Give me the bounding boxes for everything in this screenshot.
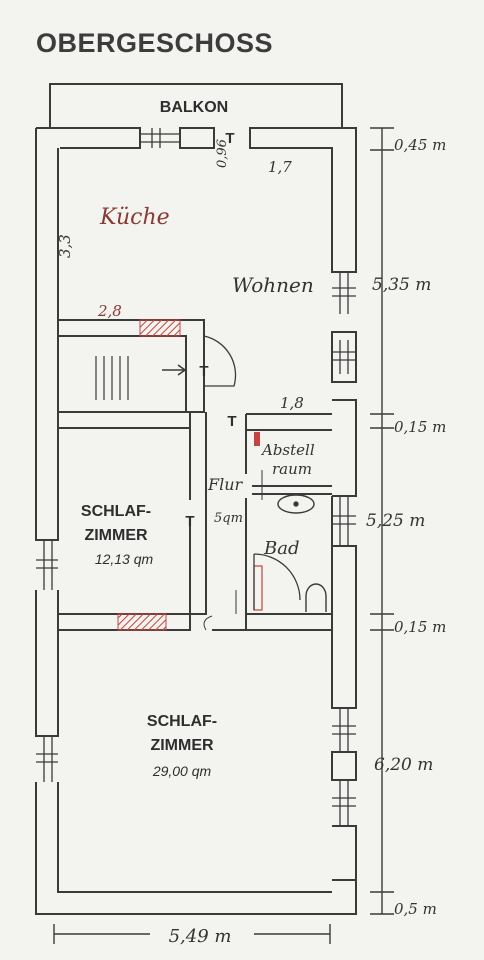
- abstell-width-note: 1,8: [280, 394, 304, 412]
- kueche-bottom-note: 2,8: [97, 302, 122, 320]
- red-marked-walls: [117, 319, 263, 631]
- schlaf2-line2: ZIMMER: [150, 737, 214, 754]
- bathroom-fixtures: [258, 470, 327, 612]
- dim-bottom: 5,49 m: [169, 926, 232, 947]
- dim-right-2: 5,35 m: [372, 275, 431, 295]
- toilet-icon: [305, 583, 327, 612]
- door-t-stairs: T: [199, 363, 208, 380]
- window-wohnen-right-1: [332, 272, 356, 314]
- washbasin-icon: [277, 494, 315, 514]
- bad-label: Bad: [263, 538, 299, 559]
- window-schlaf2-right-2: [332, 780, 356, 826]
- balcony: BALKON: [49, 83, 343, 128]
- staircase: [95, 356, 187, 400]
- abstell-label-2: raum: [272, 460, 312, 478]
- flur-label: Flur: [207, 475, 244, 494]
- schlaf1-area: 12,13 qm: [95, 551, 154, 567]
- window-schlaf2-right-1: [332, 708, 356, 752]
- balkon-label: BALKON: [160, 99, 228, 116]
- plan-title: OBERGESCHOSS: [36, 28, 274, 58]
- outer-walls: [35, 127, 357, 915]
- door-swing-bad: [253, 553, 301, 601]
- window-schlaf2-left: [36, 736, 58, 782]
- wohnen-label: Wohnen: [232, 273, 314, 297]
- dim-right-7: 0,5 m: [394, 900, 437, 918]
- window-bad-right: [332, 496, 356, 546]
- dim-right-5: 0,15 m: [394, 618, 446, 636]
- dim-right-4: 5,25 m: [366, 511, 425, 531]
- schlaf2-area: 29,00 qm: [152, 763, 212, 779]
- kueche-wall-left-note: 3,3: [56, 234, 74, 258]
- bottom-dimension: 5,49 m: [53, 922, 331, 947]
- dim-right-1: 0,45 m: [394, 136, 446, 154]
- window-balcony: [140, 128, 180, 148]
- kueche-label: Küche: [99, 205, 170, 230]
- dim-right-6: 6,20 m: [374, 755, 433, 775]
- door-t-abstell: T: [227, 413, 236, 430]
- door-t-schlaf1: T: [185, 513, 194, 530]
- right-dimension-chain: 0,45 m 5,35 m 0,15 m 5,25 m 0,15 m 6,20 …: [366, 127, 446, 918]
- doors: [203, 335, 301, 631]
- windows: [36, 128, 356, 826]
- dim-right-3: 0,15 m: [394, 418, 446, 436]
- abstell-label-1: Abstell: [260, 441, 315, 459]
- room-labels: SCHLAF- ZIMMER 12,13 qm SCHLAF- ZIMMER 2…: [81, 503, 217, 779]
- schlaf1-line1: SCHLAF-: [81, 503, 151, 520]
- wohnen-wall-top-note: 1,7: [268, 158, 292, 176]
- door-swing-stairs: [203, 335, 237, 387]
- flur-area: 5qm: [214, 511, 243, 526]
- kueche-wall-top-note: 0,96: [215, 139, 230, 168]
- door-t-balkon: T: [225, 130, 234, 147]
- window-wohnen-right-2: [332, 340, 356, 374]
- door-markers: T T T T: [185, 130, 236, 530]
- schlaf2-line1: SCHLAF-: [147, 713, 217, 730]
- window-schlaf1-left: [36, 540, 58, 590]
- handwritten-labels: Küche Wohnen Abstell raum Flur 5qm Bad 3…: [56, 139, 315, 559]
- schlaf1-line2: ZIMMER: [84, 527, 148, 544]
